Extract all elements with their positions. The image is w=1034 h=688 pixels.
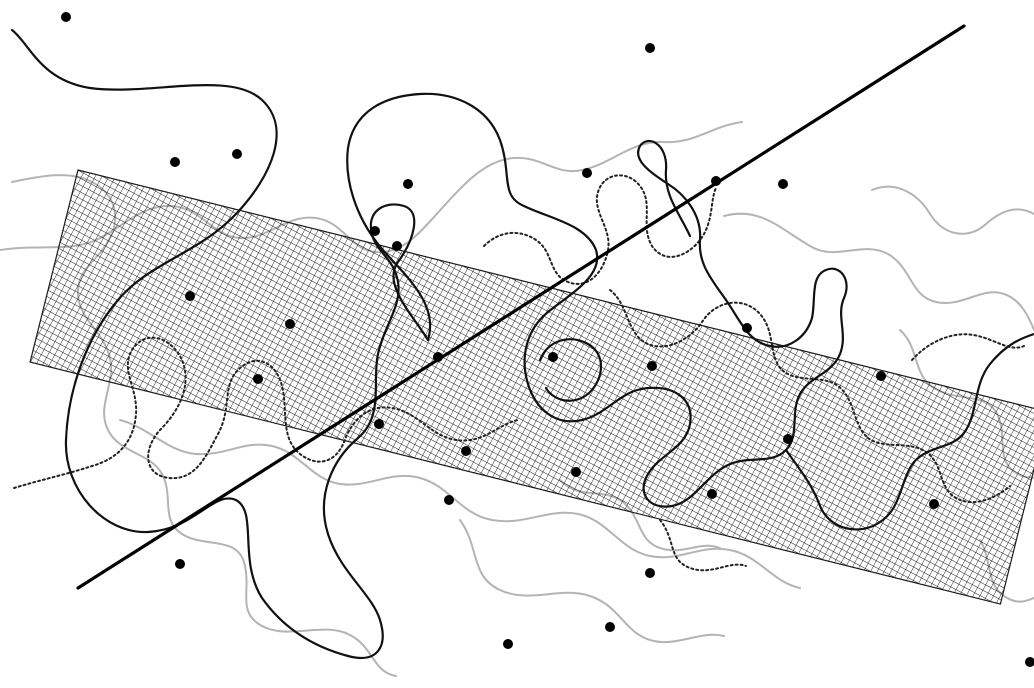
point-mark	[605, 622, 615, 632]
point-mark	[232, 149, 242, 159]
point-mark	[503, 639, 513, 649]
point-mark	[253, 374, 263, 384]
point-mark	[742, 323, 752, 333]
point-mark	[645, 568, 655, 578]
point-mark	[444, 495, 454, 505]
point-mark	[783, 434, 793, 444]
point-mark	[548, 352, 558, 362]
point-mark	[711, 176, 721, 186]
point-mark	[645, 43, 655, 53]
point-mark	[185, 291, 195, 301]
point-mark	[461, 446, 471, 456]
point-mark	[61, 12, 71, 22]
point-mark	[929, 499, 939, 509]
point-mark	[370, 226, 380, 236]
point-mark	[175, 559, 185, 569]
point-mark	[778, 179, 788, 189]
point-mark	[392, 241, 402, 251]
point-mark	[433, 352, 443, 362]
point-mark	[876, 371, 886, 381]
point-mark	[571, 467, 581, 477]
point-mark	[707, 489, 717, 499]
point-mark	[647, 361, 657, 371]
point-mark	[582, 168, 592, 178]
point-mark	[170, 157, 180, 167]
point-mark	[403, 179, 413, 189]
point-mark	[285, 319, 295, 329]
point-mark	[374, 419, 384, 429]
